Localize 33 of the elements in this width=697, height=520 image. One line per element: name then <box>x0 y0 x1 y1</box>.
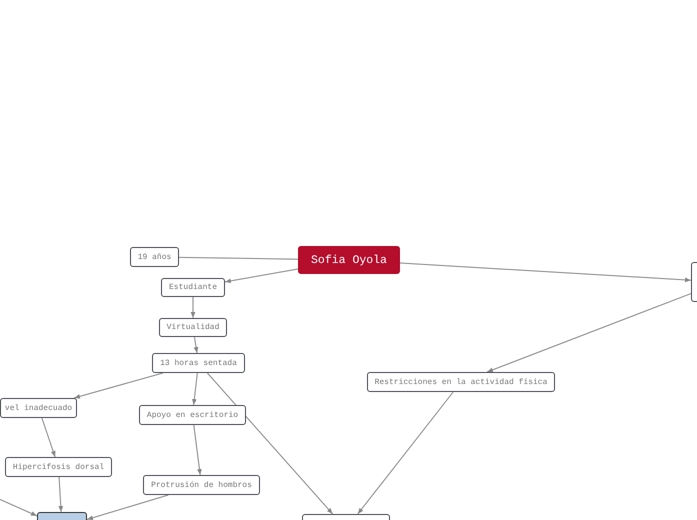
topic-box <box>152 353 245 373</box>
topic-text: Estudiante <box>168 283 217 292</box>
topic-text: Apoyo en escritorio <box>146 410 238 420</box>
topic-box <box>0 398 77 418</box>
topic-box <box>159 318 227 337</box>
topic-box <box>143 475 260 495</box>
topic-text: Virtualidad <box>166 323 220 332</box>
topic-box <box>5 457 112 477</box>
central-topic-box <box>298 246 400 274</box>
connector-arrow <box>357 392 454 514</box>
topic-text: Restricciones en la actividad física <box>374 378 548 386</box>
connector-arrow <box>190 296 196 318</box>
connector-arrow <box>58 476 64 512</box>
connector-arrow <box>224 268 298 284</box>
topic-box <box>367 372 555 392</box>
topic-text: vel inadecuado <box>4 404 72 412</box>
topic-text: Sofia Oyola <box>311 254 387 266</box>
topic-text: Hipercifosis dorsal <box>12 462 104 472</box>
connector-arrow <box>74 372 164 399</box>
connector-arrow <box>193 424 202 476</box>
connector-arrow <box>192 372 198 406</box>
topic-box <box>139 405 246 425</box>
connector-arrow <box>86 494 169 520</box>
connector-arrow <box>400 262 692 282</box>
connector-arrow <box>194 336 198 354</box>
topic-box <box>161 278 225 297</box>
topic-box <box>130 247 179 267</box>
connector-arrow <box>206 372 334 514</box>
topic-text: 19 años <box>138 252 172 262</box>
topic-text: Protrusión de hombros <box>151 480 252 490</box>
connector-arrow <box>486 293 692 372</box>
topic-text: 13 horas sentada <box>160 358 237 368</box>
connector-arrow <box>41 418 56 458</box>
